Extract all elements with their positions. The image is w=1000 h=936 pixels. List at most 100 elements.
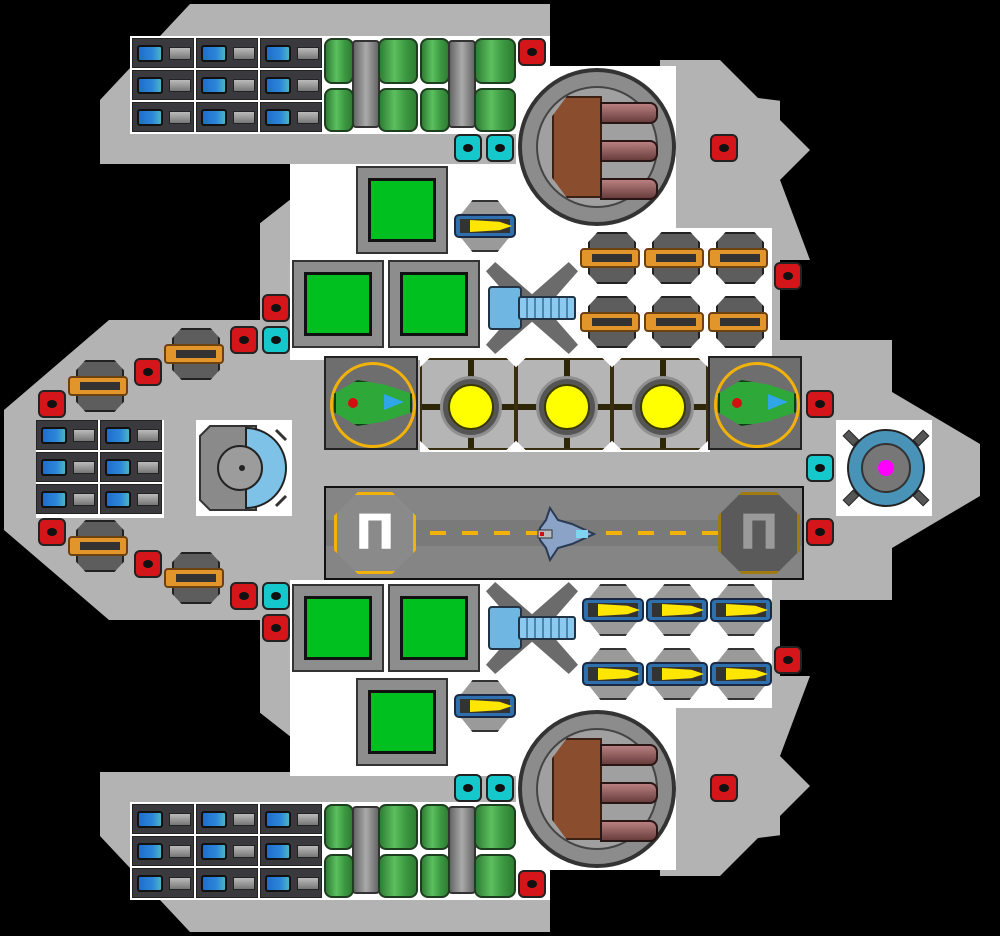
fuel-tank-icon[interactable]	[420, 804, 450, 850]
fuel-tank-icon[interactable]	[420, 88, 450, 132]
reactor-icon[interactable]	[516, 358, 612, 450]
red-connector-icon[interactable]	[38, 390, 66, 418]
room-icon[interactable]	[356, 678, 448, 766]
fuel-tank-icon[interactable]	[474, 38, 516, 84]
room-icon[interactable]	[356, 166, 448, 254]
fuel-tank-icon[interactable]	[474, 804, 516, 850]
fuel-tank-icon[interactable]	[474, 88, 516, 132]
battery-icon[interactable]	[196, 804, 258, 834]
red-connector-icon[interactable]	[134, 358, 162, 386]
laser-gun-icon[interactable]	[580, 232, 640, 284]
fuel-tank-icon[interactable]	[324, 804, 354, 850]
missile-pod-icon[interactable]	[646, 584, 708, 636]
landing-pad-right[interactable]: Π	[718, 492, 800, 574]
red-connector-icon[interactable]	[806, 390, 834, 418]
laser-gun-icon[interactable]	[708, 296, 768, 348]
fighter-ship-icon[interactable]	[536, 506, 596, 562]
red-connector-icon[interactable]	[806, 518, 834, 546]
red-connector-icon[interactable]	[230, 326, 258, 354]
fuel-tank-icon[interactable]	[420, 38, 450, 84]
missile-pod-icon[interactable]	[454, 680, 516, 732]
fuel-tank-icon[interactable]	[324, 88, 354, 132]
fuel-tank-icon[interactable]	[324, 854, 354, 898]
battery-icon[interactable]	[260, 70, 322, 100]
battery-icon[interactable]	[132, 804, 194, 834]
reactor-icon[interactable]	[612, 358, 708, 450]
battery-icon[interactable]	[260, 102, 322, 132]
fuel-tank-icon[interactable]	[378, 854, 418, 898]
red-connector-icon[interactable]	[774, 646, 802, 674]
laser-gun-icon[interactable]	[164, 328, 224, 380]
fuel-tank-icon[interactable]	[378, 88, 418, 132]
triple-cannon-turret-icon[interactable]	[518, 710, 676, 868]
laser-gun-icon[interactable]	[708, 232, 768, 284]
battery-icon[interactable]	[36, 420, 98, 450]
fuel-tank-icon[interactable]	[474, 854, 516, 898]
battery-icon[interactable]	[196, 70, 258, 100]
red-connector-icon[interactable]	[230, 582, 258, 610]
missile-pod-icon[interactable]	[710, 648, 772, 700]
fuel-tank-icon[interactable]	[324, 38, 354, 84]
fuel-tank-icon[interactable]	[378, 38, 418, 84]
laser-gun-icon[interactable]	[580, 296, 640, 348]
missile-pod-icon[interactable]	[710, 584, 772, 636]
missile-pod-icon[interactable]	[582, 648, 644, 700]
room-icon[interactable]	[292, 260, 384, 348]
missile-pod-icon[interactable]	[646, 648, 708, 700]
cyan-connector-icon[interactable]	[454, 134, 482, 162]
red-connector-icon[interactable]	[38, 518, 66, 546]
cyan-connector-icon[interactable]	[262, 326, 290, 354]
red-connector-icon[interactable]	[518, 38, 546, 66]
laser-gun-icon[interactable]	[68, 360, 128, 412]
room-icon[interactable]	[388, 260, 480, 348]
battery-icon[interactable]	[132, 70, 194, 100]
cyan-connector-icon[interactable]	[262, 582, 290, 610]
battery-icon[interactable]	[100, 452, 162, 482]
missile-pod-icon[interactable]	[454, 200, 516, 252]
battery-icon[interactable]	[132, 868, 194, 898]
battery-icon[interactable]	[100, 484, 162, 514]
red-connector-icon[interactable]	[262, 294, 290, 322]
laser-gun-icon[interactable]	[644, 232, 704, 284]
cockpit-dome-icon[interactable]	[196, 422, 290, 514]
red-connector-icon[interactable]	[518, 870, 546, 898]
cyan-connector-icon[interactable]	[486, 134, 514, 162]
laser-gun-icon[interactable]	[68, 520, 128, 572]
cyan-connector-icon[interactable]	[806, 454, 834, 482]
battery-icon[interactable]	[196, 102, 258, 132]
battery-icon[interactable]	[196, 38, 258, 68]
battery-icon[interactable]	[260, 804, 322, 834]
red-connector-icon[interactable]	[710, 774, 738, 802]
drone-bay-icon[interactable]	[324, 356, 418, 450]
laser-gun-icon[interactable]	[644, 296, 704, 348]
drone-bay-icon[interactable]	[708, 356, 802, 450]
red-connector-icon[interactable]	[134, 550, 162, 578]
red-connector-icon[interactable]	[262, 614, 290, 642]
battery-icon[interactable]	[260, 38, 322, 68]
battery-icon[interactable]	[100, 420, 162, 450]
reactor-icon[interactable]	[420, 358, 516, 450]
battery-icon[interactable]	[132, 836, 194, 866]
fuel-tank-icon[interactable]	[378, 804, 418, 850]
landing-pad-left[interactable]: Π	[334, 492, 416, 574]
room-icon[interactable]	[292, 584, 384, 672]
beam-emitter-icon[interactable]	[486, 262, 578, 354]
battery-icon[interactable]	[36, 452, 98, 482]
beam-emitter-icon[interactable]	[486, 582, 578, 674]
shield-generator-icon[interactable]	[838, 420, 934, 516]
red-connector-icon[interactable]	[710, 134, 738, 162]
red-connector-icon[interactable]	[774, 262, 802, 290]
laser-gun-icon[interactable]	[164, 552, 224, 604]
battery-icon[interactable]	[260, 836, 322, 866]
battery-icon[interactable]	[36, 484, 98, 514]
battery-icon[interactable]	[132, 102, 194, 132]
cyan-connector-icon[interactable]	[454, 774, 482, 802]
triple-cannon-turret-icon[interactable]	[518, 68, 676, 226]
battery-icon[interactable]	[132, 38, 194, 68]
room-icon[interactable]	[388, 584, 480, 672]
battery-icon[interactable]	[260, 868, 322, 898]
battery-icon[interactable]	[196, 868, 258, 898]
battery-icon[interactable]	[196, 836, 258, 866]
missile-pod-icon[interactable]	[582, 584, 644, 636]
fuel-tank-icon[interactable]	[420, 854, 450, 898]
